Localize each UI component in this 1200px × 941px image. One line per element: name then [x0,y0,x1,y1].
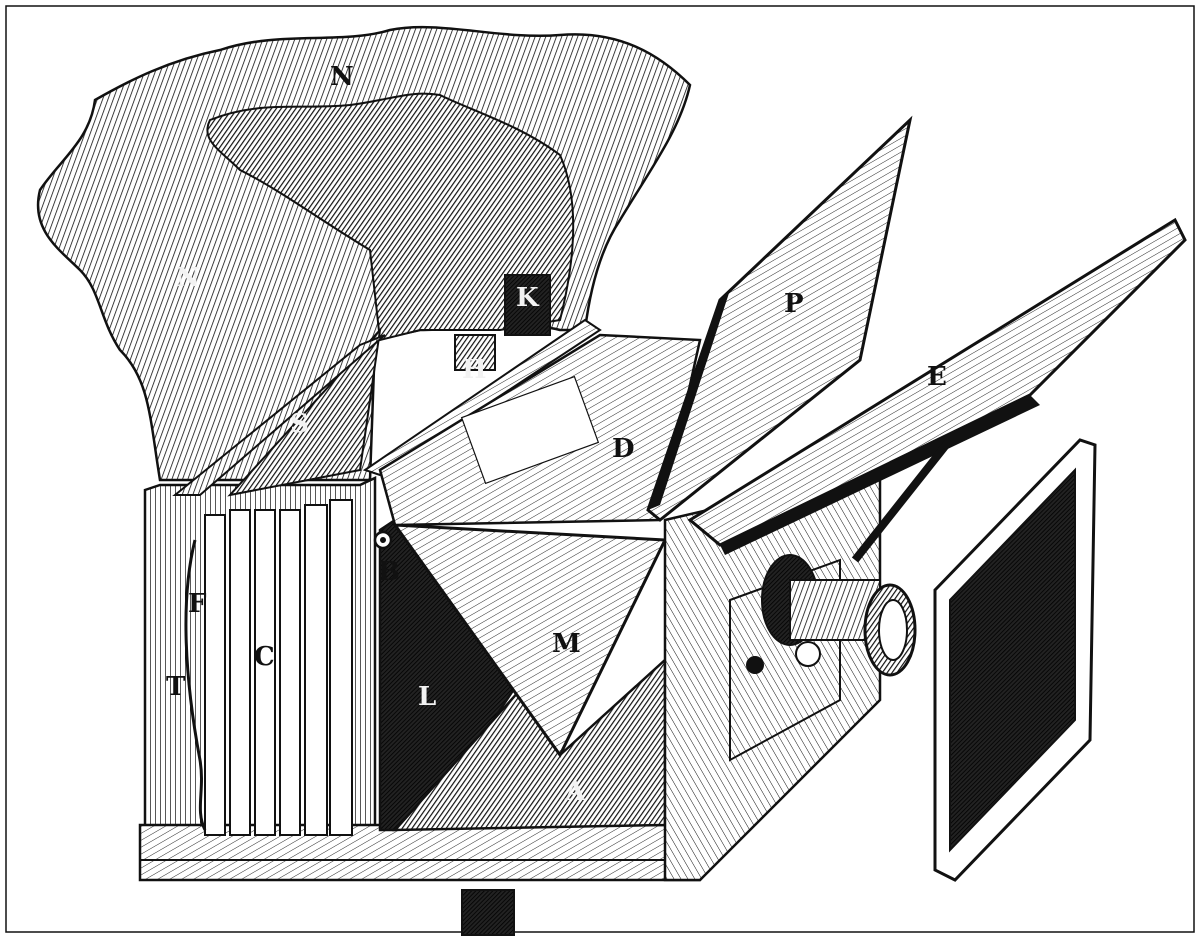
label-c: C [254,642,275,672]
lid-support [851,437,954,563]
label-d: D [612,434,635,464]
label-s: S [290,409,309,439]
bracket-k [504,274,551,336]
frame-border [5,5,1195,933]
label-f: F [188,589,207,619]
label-b: B [378,557,400,587]
tripod-post [461,889,515,936]
label-k: K [516,283,540,313]
lid-e [687,217,1187,547]
handle-f [184,539,207,831]
label-p: P [784,289,804,319]
label-a: A [564,777,586,807]
mirror [391,523,668,758]
label-n-left: N [176,263,200,293]
label-n-top: N [330,62,354,92]
dark-slide [933,438,1097,882]
plates-stack [204,499,353,836]
label-h: H [462,355,487,385]
hood-interior [206,92,575,342]
label-e: E [927,362,947,392]
hinge-h [454,334,496,371]
label-m: M [552,629,581,659]
plate-box-top [172,334,386,496]
label-l: L [418,682,436,712]
label-t: T [166,672,186,702]
side-rail [362,318,602,477]
chamber-floor [392,657,667,832]
lens [746,554,917,677]
